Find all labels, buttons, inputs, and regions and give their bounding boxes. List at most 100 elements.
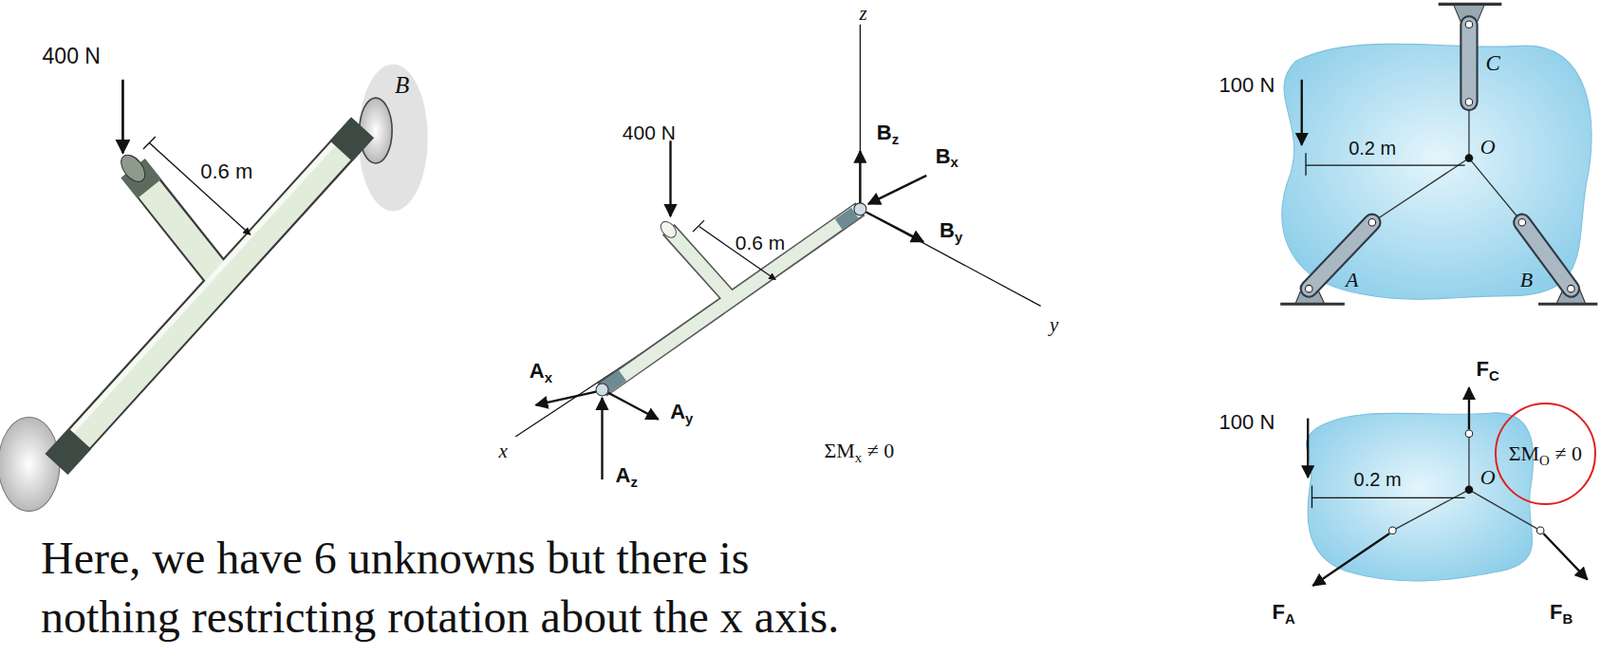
text-part: A	[529, 359, 545, 384]
subscript: x	[950, 154, 959, 171]
point-label: O	[1480, 465, 1496, 490]
rigid-body-fbd	[1536, 526, 1545, 535]
force-arrows	[1306, 418, 1309, 478]
text-part: B	[935, 144, 951, 168]
force-label: Bx	[935, 144, 959, 168]
load-label: 400 N	[42, 43, 101, 69]
dimension-label: 0.2 m	[1354, 468, 1402, 491]
coordinate-axes	[515, 208, 860, 437]
subscript: y	[685, 410, 693, 428]
link-members	[1368, 219, 1377, 227]
text-part: ΣM	[823, 439, 855, 464]
pipe-fbd	[604, 209, 859, 389]
text-part: ≠ 0	[861, 439, 894, 464]
link-members	[1567, 284, 1576, 293]
supports	[1280, 3, 1598, 304]
link-members	[1465, 153, 1474, 163]
link-members	[1308, 222, 1373, 289]
pipe-fbd	[854, 203, 867, 216]
force-label: Bz	[876, 120, 899, 145]
coordinate-axes	[859, 24, 861, 210]
text-part: F	[1272, 599, 1285, 624]
subscript: O	[1539, 452, 1550, 468]
pipe-fbd	[595, 383, 609, 396]
dimension-line	[148, 142, 250, 235]
force-label: FB	[1549, 599, 1573, 624]
subscript: z	[630, 473, 637, 490]
force-arrows	[600, 397, 603, 480]
force-label: By	[939, 218, 963, 242]
force-arrows	[866, 212, 924, 242]
pipe-fbd	[838, 213, 856, 225]
link-members	[1308, 222, 1373, 289]
text-part: F	[1476, 357, 1489, 382]
axis-label: x	[498, 439, 507, 463]
text-part: A	[615, 463, 632, 487]
force-arrows	[608, 392, 659, 420]
subscript: x	[544, 370, 553, 387]
rigid-body-fbd	[1465, 485, 1474, 495]
support-label: B	[394, 72, 410, 100]
pipe-assembly	[132, 167, 220, 278]
wall-support	[0, 417, 60, 512]
equation-text: ΣMO ≠ 0	[1508, 441, 1582, 466]
force-arrows	[536, 140, 928, 480]
force-label: FC	[1476, 357, 1500, 382]
force-label: Az	[615, 463, 638, 487]
dimension-line	[692, 220, 705, 232]
point-label: B	[1520, 267, 1533, 292]
rigid-body-fbd	[1469, 489, 1541, 531]
load-arrow	[121, 79, 125, 153]
link-members	[1465, 98, 1473, 107]
explanation-text: Here, we have 6 unknowns but there is no…	[40, 528, 872, 647]
load-label: 100 N	[1219, 74, 1276, 98]
rigid-body-fbd	[1468, 433, 1470, 490]
force-arrows	[1313, 533, 1391, 586]
rigid-body	[1282, 43, 1592, 299]
coordinate-axes	[515, 24, 1041, 437]
force-arrows	[868, 175, 927, 205]
load-and-dimension	[1304, 152, 1306, 176]
pipe-assembly	[58, 129, 361, 462]
subscript: z	[892, 130, 899, 148]
pipe-fbd	[668, 229, 731, 299]
rigid-body	[1282, 43, 1592, 299]
pipe-assembly	[116, 150, 150, 187]
axis-label: z	[859, 1, 868, 25]
force-label: Ax	[529, 359, 553, 384]
text-part: ΣM	[1508, 441, 1540, 466]
moment-callout-circle: ΣMO ≠ 0	[1494, 402, 1597, 504]
text-part: B	[939, 218, 955, 242]
pipe-fbd	[657, 218, 680, 241]
point-label: O	[1480, 134, 1496, 159]
force-arrows	[1543, 533, 1587, 579]
pipe-fbd	[669, 230, 730, 299]
pipe-assembly	[51, 123, 353, 454]
link-members	[1461, 24, 1476, 103]
text-part: A	[669, 400, 686, 425]
link-members	[1304, 284, 1313, 293]
rigid-body-fbd	[1392, 489, 1470, 531]
axis-label: y	[1049, 313, 1059, 336]
pipe-assembly	[56, 127, 363, 465]
subscript: x	[855, 449, 862, 466]
subscript: B	[1562, 610, 1573, 627]
dimension-label: 0.6 m	[735, 231, 786, 255]
link-members	[1469, 158, 1523, 224]
coordinate-axes	[859, 208, 1041, 306]
text-part: B	[876, 120, 893, 145]
link-members	[1518, 219, 1526, 227]
pipe-assembly	[340, 127, 363, 151]
load-label: 100 N	[1219, 409, 1276, 434]
force-arrows	[1311, 497, 1465, 499]
dimension-label: 0.2 m	[1348, 136, 1396, 159]
rigid-body-fbd	[1305, 412, 1533, 581]
force-label: FA	[1272, 599, 1296, 624]
subscript: C	[1488, 367, 1500, 384]
load-and-dimension	[1301, 79, 1303, 146]
force-arrows	[858, 150, 861, 204]
link-members	[1459, 24, 1478, 103]
load-and-dimension	[1302, 79, 1466, 176]
pipe-assembly	[51, 123, 363, 465]
